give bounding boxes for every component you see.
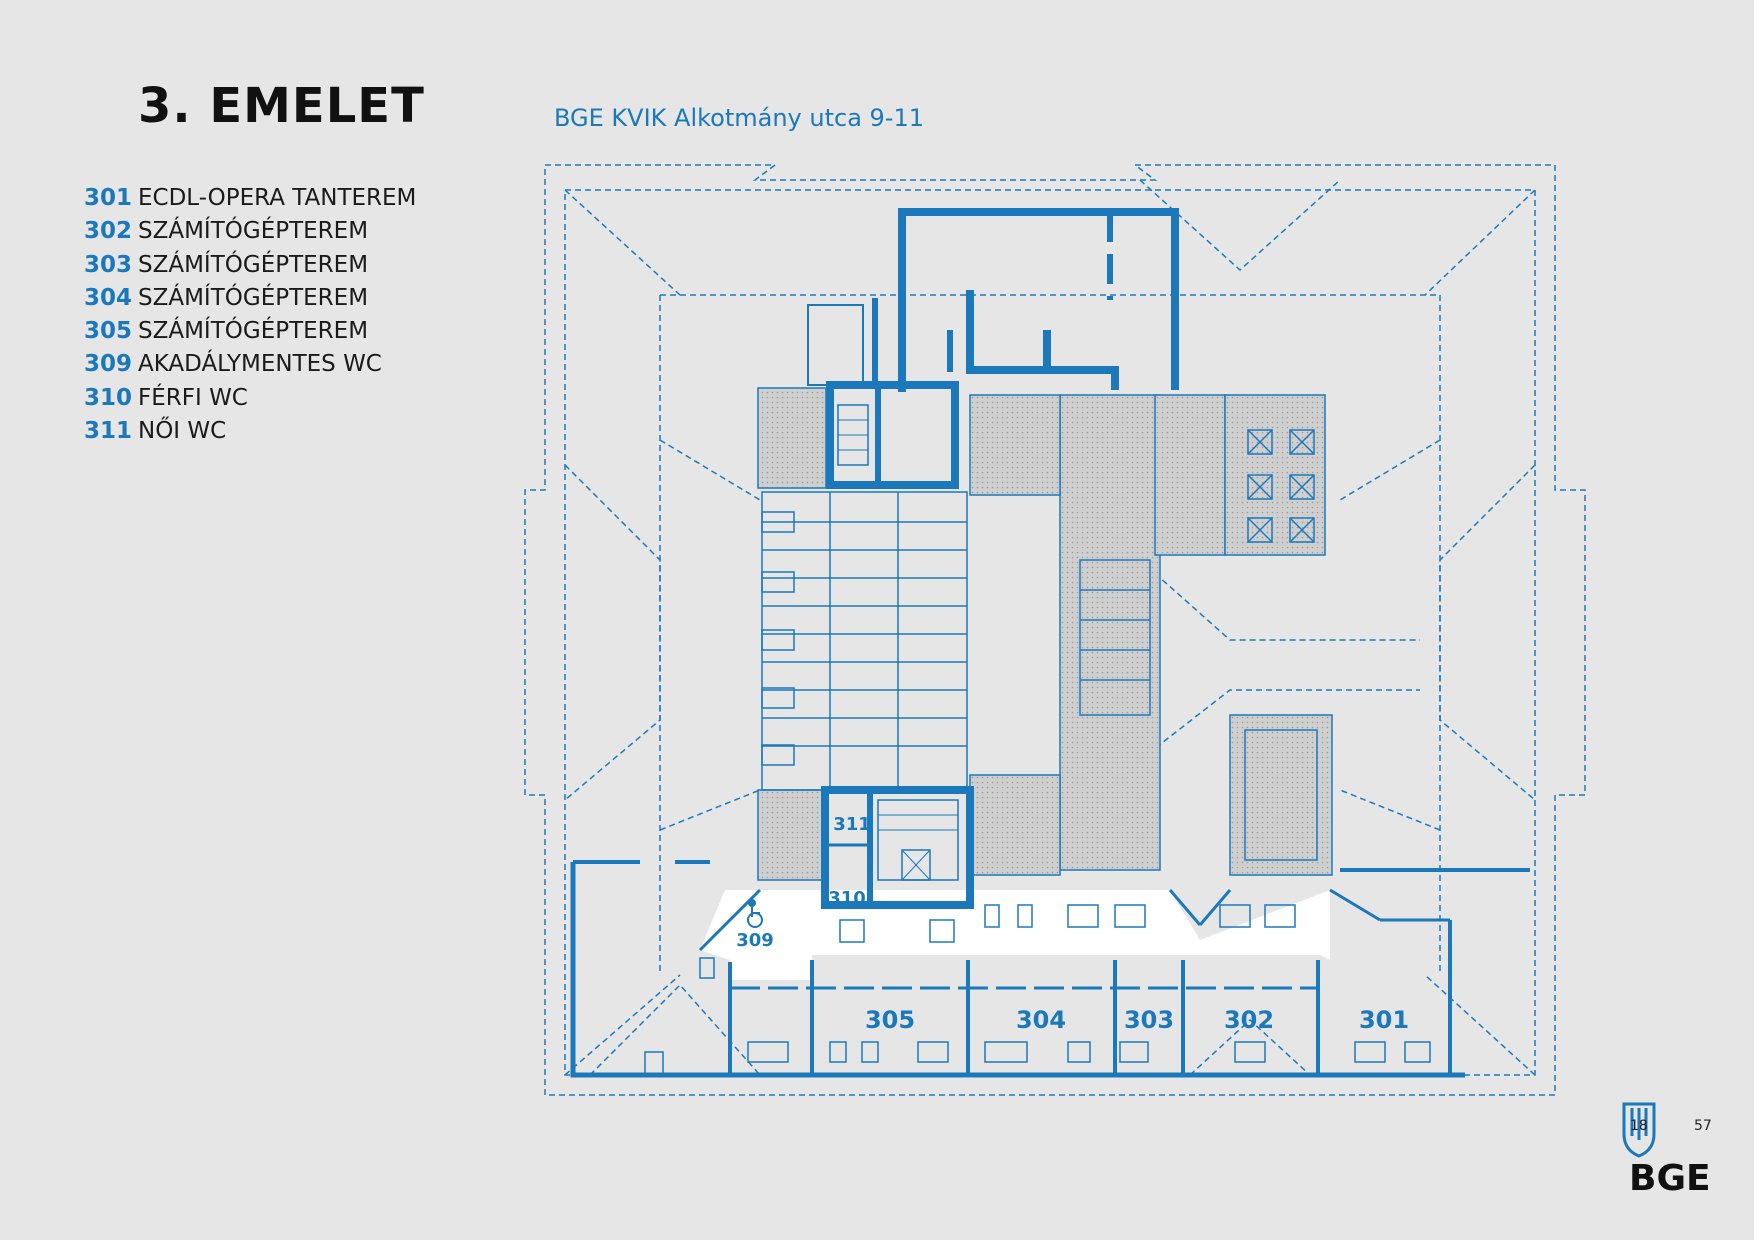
legend-room-number: 305 — [84, 318, 133, 345]
bge-shield-icon — [1622, 1102, 1656, 1158]
room-label-304: 304 — [1016, 1006, 1066, 1034]
page-title: 3. EMELET — [138, 78, 425, 134]
logo-text: BGE — [1629, 1158, 1711, 1199]
room-label-301: 301 — [1359, 1006, 1409, 1034]
building-address: BGE KVIK Alkotmány utca 9-11 — [554, 104, 925, 132]
lower-core — [821, 786, 974, 909]
upper-stair-core — [826, 381, 959, 489]
legend-room-number: 304 — [84, 284, 133, 311]
skylight-grid — [1247, 429, 1315, 543]
legend-room-number: 309 — [84, 351, 133, 378]
upper-rooms — [807, 208, 1179, 392]
room-label-302: 302 — [1224, 1006, 1274, 1034]
legend-room-number: 310 — [84, 384, 133, 411]
middle-stairs — [1079, 559, 1151, 716]
legend-room-name: SZÁMÍTÓGÉPTEREM — [138, 218, 369, 245]
legend-room-name: AKADÁLYMENTES WC — [138, 351, 382, 378]
logo-year-right: 57 — [1694, 1118, 1712, 1134]
logo-year-left: 18 — [1630, 1118, 1648, 1134]
left-wing-grid — [761, 491, 968, 791]
legend-room-name: FÉRFI WC — [138, 384, 248, 411]
legend-room-number: 303 — [84, 251, 133, 278]
room-label-305: 305 — [865, 1006, 915, 1034]
wheelchair-icon — [747, 899, 763, 928]
shaded-areas — [757, 387, 1333, 881]
legend-room-name: SZÁMÍTÓGÉPTEREM — [138, 284, 369, 311]
legend-room-name: SZÁMÍTÓGÉPTEREM — [138, 318, 369, 345]
legend-room-name: ECDL-OPERA TANTEREM — [138, 185, 417, 211]
legend-room-number: 301 — [84, 185, 133, 211]
roof-outline — [524, 164, 1586, 1096]
room-labels: 301 302 303 304 305 309 310 311 — [736, 814, 1409, 1034]
legend-room-number: 311 — [84, 418, 133, 445]
window-marks — [644, 904, 1431, 1075]
room-label-309: 309 — [736, 930, 774, 951]
legend-room-name: NŐI WC — [138, 418, 227, 445]
legend-room-name: SZÁMÍTÓGÉPTEREM — [138, 251, 369, 278]
elevator-icon — [901, 849, 931, 881]
legend-room-number: 302 — [84, 218, 133, 245]
room-label-303: 303 — [1124, 1006, 1174, 1034]
room-label-310: 310 — [828, 888, 866, 909]
corridor — [700, 890, 1330, 980]
room-label-311: 311 — [833, 814, 871, 835]
